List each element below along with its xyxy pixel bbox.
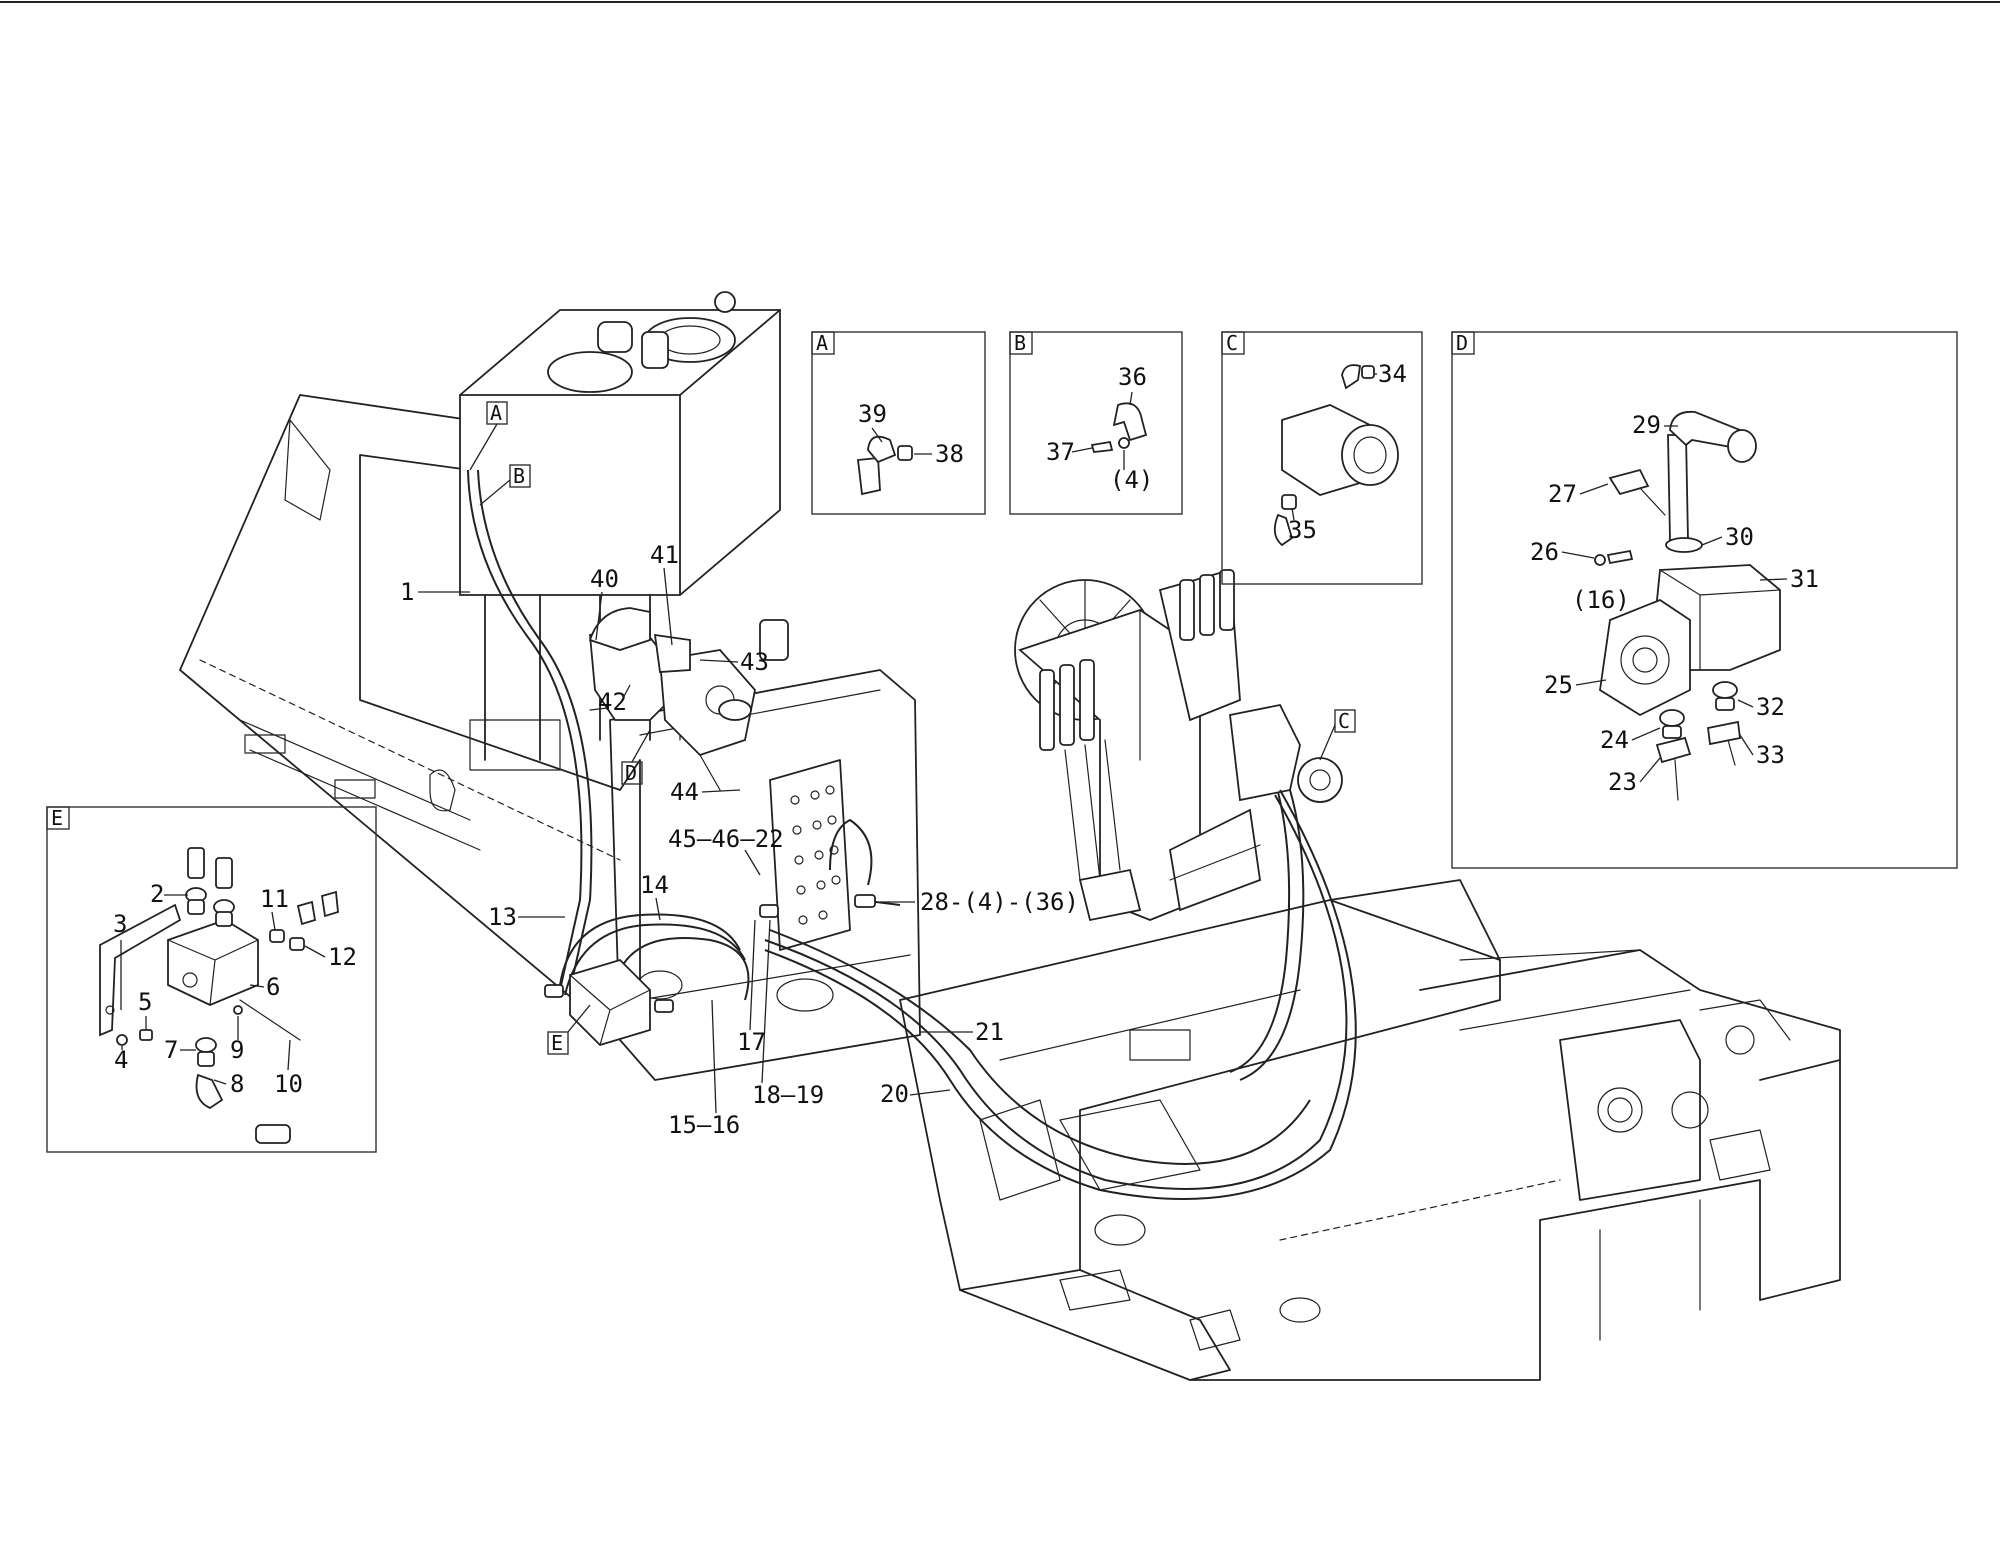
callout-38: 38: [935, 440, 964, 468]
callout-28: 28-(4)-(36): [920, 888, 1079, 916]
callout-33: 33: [1756, 741, 1785, 769]
callout-41: 41: [650, 541, 679, 569]
callout-31: 31: [1790, 565, 1819, 593]
callout-d16: (16): [1572, 586, 1630, 614]
callout-30: 30: [1725, 523, 1754, 551]
callout-e4: 4: [114, 1046, 128, 1074]
callout-e10: 10: [274, 1070, 303, 1098]
callout-13: 13: [488, 903, 517, 931]
callout-18-19: 18—19: [752, 1081, 824, 1109]
main-tag-b: B: [479, 464, 531, 506]
callout-14: 14: [640, 871, 669, 899]
callout-45-46-22: 45—46—22: [668, 825, 784, 853]
callout-e3: 3: [113, 910, 127, 938]
callout-25: 25: [1544, 671, 1573, 699]
callout-e5: 5: [138, 988, 152, 1016]
detail-box-b-label: B: [1014, 331, 1026, 355]
main-tag-b-label: B: [513, 464, 525, 488]
valve-spools: [1039, 569, 1235, 751]
callout-e6: 6: [266, 973, 280, 1001]
control-valve: [1014, 568, 1343, 922]
callout-35: 35: [1288, 516, 1317, 544]
callout-b4: (4): [1110, 466, 1153, 494]
hydraulic-tank: [459, 291, 781, 771]
callout-23: 23: [1608, 768, 1637, 796]
detail-box-c: C 34 35: [1221, 331, 1423, 585]
callout-29: 29: [1632, 411, 1661, 439]
main-tag-e-label: E: [551, 1031, 563, 1055]
callout-21: 21: [975, 1018, 1004, 1046]
detail-box-e-label: E: [51, 806, 63, 830]
detail-box-a-label: A: [816, 331, 828, 355]
fitting-28: [854, 894, 876, 908]
callout-15-16: 15—16: [668, 1111, 740, 1139]
plate-holes: [790, 785, 841, 925]
main-tag-e: E: [547, 1004, 591, 1055]
detail-box-c-label: C: [1226, 331, 1238, 355]
callout-24: 24: [1600, 726, 1629, 754]
main-tag-d-label: D: [625, 761, 637, 785]
main-tag-c: C: [1319, 709, 1356, 761]
main-callouts: 1 40 41 42 43 44 45—46—22 14 13 28-(4)-(…: [400, 541, 1079, 1139]
callout-42: 42: [598, 688, 627, 716]
callout-e7: 7: [164, 1036, 178, 1064]
main-tag-a-label: A: [490, 401, 502, 425]
callout-1: 1: [400, 578, 414, 606]
main-tag-a: A: [469, 401, 508, 471]
detail-box-e: E 2 3 11 12 6: [46, 806, 377, 1153]
chassis-frame: [179, 394, 1841, 1381]
callout-e9: 9: [230, 1036, 244, 1064]
callout-40: 40: [590, 565, 619, 593]
detail-box-b: B 36 37 (4): [1009, 331, 1183, 515]
callout-37: 37: [1046, 438, 1075, 466]
callout-17: 17: [737, 1028, 766, 1056]
main-tag-c-label: C: [1338, 709, 1350, 733]
callout-32: 32: [1756, 693, 1785, 721]
callout-e8: 8: [230, 1070, 244, 1098]
callout-27: 27: [1548, 480, 1577, 508]
manifold-block: [544, 958, 674, 1047]
fitting-17: [759, 904, 779, 918]
callout-36: 36: [1118, 363, 1147, 391]
detail-box-a: A 39 38: [811, 331, 986, 515]
callout-26: 26: [1530, 538, 1559, 566]
callout-20: 20: [880, 1080, 909, 1108]
callout-34: 34: [1378, 360, 1407, 388]
detail-box-d: D 29 27 30 26 (16): [1451, 331, 1958, 869]
callout-e2: 2: [150, 880, 164, 908]
callout-e12: 12: [328, 943, 357, 971]
callout-e11: 11: [260, 885, 289, 913]
callout-39: 39: [858, 400, 887, 428]
main-tag-d: D: [621, 729, 651, 785]
pump-assembly: [588, 607, 789, 791]
callout-43: 43: [740, 648, 769, 676]
callout-44: 44: [670, 778, 699, 806]
detail-box-d-label: D: [1456, 331, 1468, 355]
